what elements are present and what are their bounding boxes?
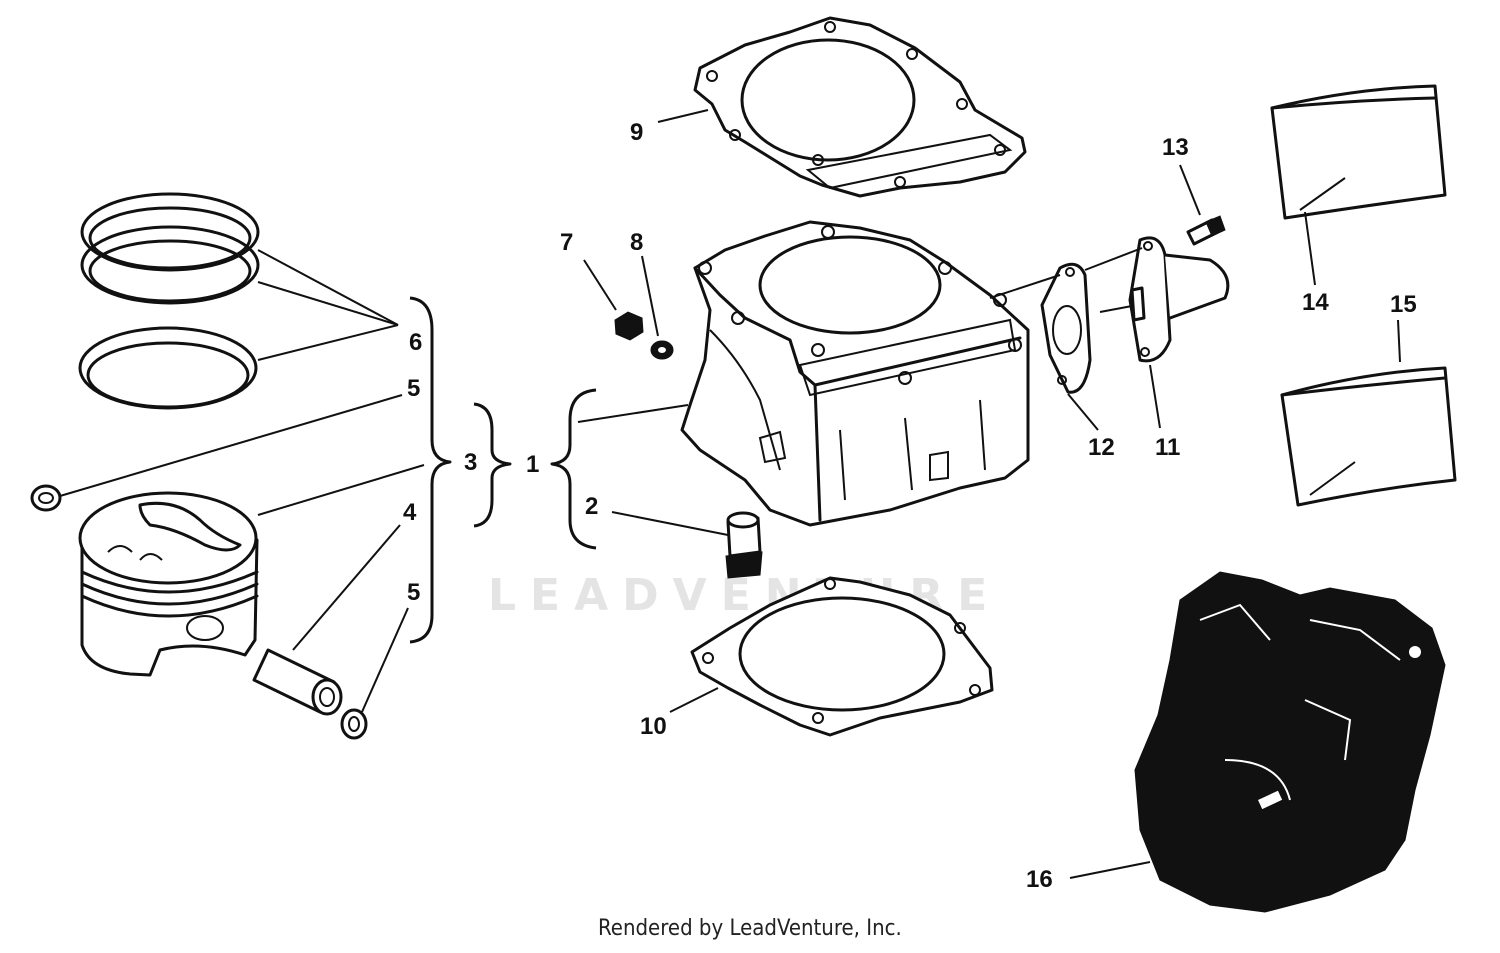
callout-7: 7	[560, 229, 573, 256]
callout-4: 4	[403, 499, 417, 526]
callout-labels: 1 2 3 4 5 5 6 7 8 9 10 11 12 13 14 15 16	[403, 119, 1417, 893]
piston-pin[interactable]	[252, 648, 343, 716]
callout-14: 14	[1302, 289, 1329, 316]
intake-gasket[interactable]	[1040, 262, 1092, 394]
callout-2: 2	[585, 493, 598, 520]
base-gasket[interactable]	[690, 576, 994, 737]
leader-lines	[59, 109, 1401, 879]
callout-9: 9	[630, 119, 643, 146]
brace-group-1	[473, 402, 512, 528]
callout-16: 16	[1026, 866, 1053, 893]
small-bolt[interactable]	[1186, 215, 1226, 246]
cylinder[interactable]	[680, 220, 1030, 527]
callout-5-lower: 5	[407, 579, 420, 606]
callout-6: 6	[409, 329, 422, 356]
callout-13: 13	[1162, 134, 1189, 161]
callout-3: 3	[464, 449, 477, 476]
brace-group-3	[409, 296, 452, 644]
engine-assembly[interactable]	[1134, 571, 1446, 913]
callout-5-upper: 5	[407, 375, 420, 402]
circlip-upper[interactable]	[30, 484, 62, 512]
hardware-bag-15[interactable]	[1280, 366, 1457, 507]
callout-8: 8	[630, 229, 643, 256]
piston[interactable]	[78, 491, 259, 677]
brace-group-cylinder	[550, 388, 597, 550]
hardware-bag-14[interactable]	[1270, 84, 1447, 220]
callout-12: 12	[1088, 434, 1115, 461]
stud-bolt[interactable]	[725, 511, 763, 579]
callout-11: 11	[1155, 434, 1180, 461]
callout-1: 1	[526, 451, 539, 478]
callout-15: 15	[1390, 291, 1417, 318]
nut[interactable]	[614, 311, 644, 341]
washer[interactable]	[650, 340, 674, 360]
circlip-lower[interactable]	[340, 708, 368, 740]
footer-credit: Rendered by LeadVenture, Inc.	[598, 916, 902, 941]
piston-rings[interactable]	[78, 192, 260, 410]
intake-flange[interactable]	[1099, 236, 1230, 363]
head-gasket[interactable]	[693, 16, 1027, 198]
callout-10: 10	[640, 713, 667, 740]
